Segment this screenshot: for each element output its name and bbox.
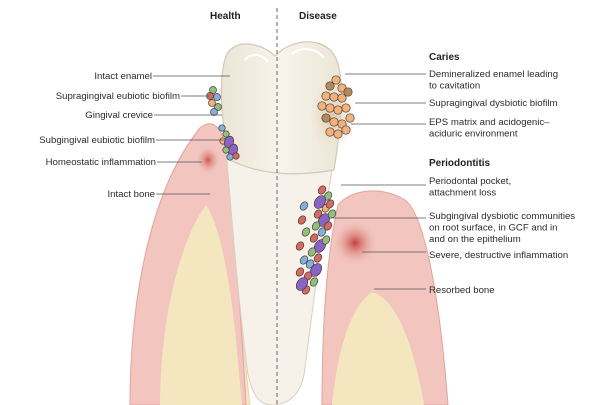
- perio-sub-dysbiotic: Subgingival dysbiotic communities on roo…: [429, 211, 578, 245]
- bacterium-cell: [329, 117, 339, 127]
- bacterium-cell: [301, 227, 311, 237]
- bacterium-cell: [295, 241, 305, 251]
- bacterium-cell: [307, 247, 317, 257]
- bacterium-cell: [317, 101, 327, 111]
- bacterium-cell: [297, 215, 307, 225]
- supragingival-eubiotic-biofilm: [206, 86, 222, 116]
- bacterium-cell: [214, 103, 222, 111]
- tooth-crown: [220, 41, 342, 175]
- bacterium-cell: [295, 277, 309, 291]
- perio-resorbed-bone: Resorbed bone: [429, 285, 495, 296]
- bacterium-cell: [321, 235, 331, 245]
- bacterium-cell: [321, 91, 331, 101]
- subgingival-dysbiotic-biofilm: [295, 185, 337, 295]
- perio-destructive: Severe, destructive inflammation: [429, 250, 568, 261]
- bacterium-cell: [343, 87, 353, 97]
- bacterium-cell: [309, 233, 319, 243]
- bacterium-cell: [325, 81, 335, 91]
- bacterium-cell: [333, 105, 343, 115]
- destructive-inflammation: [333, 221, 377, 265]
- bacterium-cell: [317, 185, 327, 195]
- bacterium-cell: [337, 93, 347, 103]
- bacterium-cell: [299, 201, 309, 211]
- header-health: Health: [210, 11, 241, 22]
- bacterium-cell: [345, 113, 355, 123]
- caries-demineralized: Demineralized enamel leading to cavitati…: [429, 69, 561, 92]
- header-disease: Disease: [299, 11, 337, 22]
- label-intact-bone: Intact bone: [108, 189, 155, 200]
- bacterium-cell: [210, 108, 218, 116]
- bacterium-cell: [327, 209, 337, 219]
- bacterium-cell: [311, 221, 321, 231]
- bacterium-cell: [309, 277, 319, 287]
- bacterium-cell: [222, 146, 230, 154]
- bacterium-cell: [313, 253, 323, 263]
- bacterium-cell: [209, 86, 217, 94]
- homeostatic-inflammation: [196, 146, 220, 174]
- bacterium-cell: [331, 75, 341, 85]
- label-intact-enamel: Intact enamel: [94, 71, 152, 82]
- bacterium-cell: [213, 93, 221, 101]
- bacterium-cell: [341, 103, 351, 113]
- bacterium-cell: [218, 124, 226, 132]
- bacterium-cell: [325, 199, 335, 209]
- caries-eps: EPS matrix and acidogenic– aciduric envi…: [429, 117, 552, 140]
- caries-title: Caries: [429, 52, 460, 63]
- bacterium-cell: [341, 125, 351, 135]
- periodontitis-title: Periodontitis: [429, 158, 491, 169]
- caries-supra-dysbiotic: Supragingival dysbiotic biofilm: [429, 98, 558, 109]
- subgingival-eubiotic-biofilm: [218, 124, 240, 161]
- bacterium-cell: [323, 221, 333, 231]
- supragingival-dysbiotic-biofilm: [317, 75, 355, 139]
- bacterium-cell: [333, 129, 343, 139]
- bacterium-cell: [232, 152, 240, 160]
- label-subgingival-eubiotic: Subgingival eubiotic biofilm: [39, 135, 155, 146]
- bacterium-cell: [325, 103, 335, 113]
- perio-pocket: Periodontal pocket, attachment loss: [429, 176, 514, 199]
- bacterium-cell: [208, 99, 216, 107]
- bacterium-cell: [226, 153, 234, 161]
- bacterium-cell: [222, 130, 230, 138]
- bacterium-cell: [295, 267, 305, 277]
- bacterium-cell: [299, 255, 309, 265]
- label-supragingival-eubiotic: Supragingival eubiotic biofilm: [56, 91, 180, 102]
- bacterium-cell: [325, 127, 335, 137]
- bacterium-cell: [329, 92, 339, 102]
- bacterium-cell: [321, 113, 331, 123]
- label-homeostatic-inflammation: Homeostatic inflammation: [46, 157, 156, 168]
- label-gingival-crevice: Gingival crevice: [85, 110, 153, 121]
